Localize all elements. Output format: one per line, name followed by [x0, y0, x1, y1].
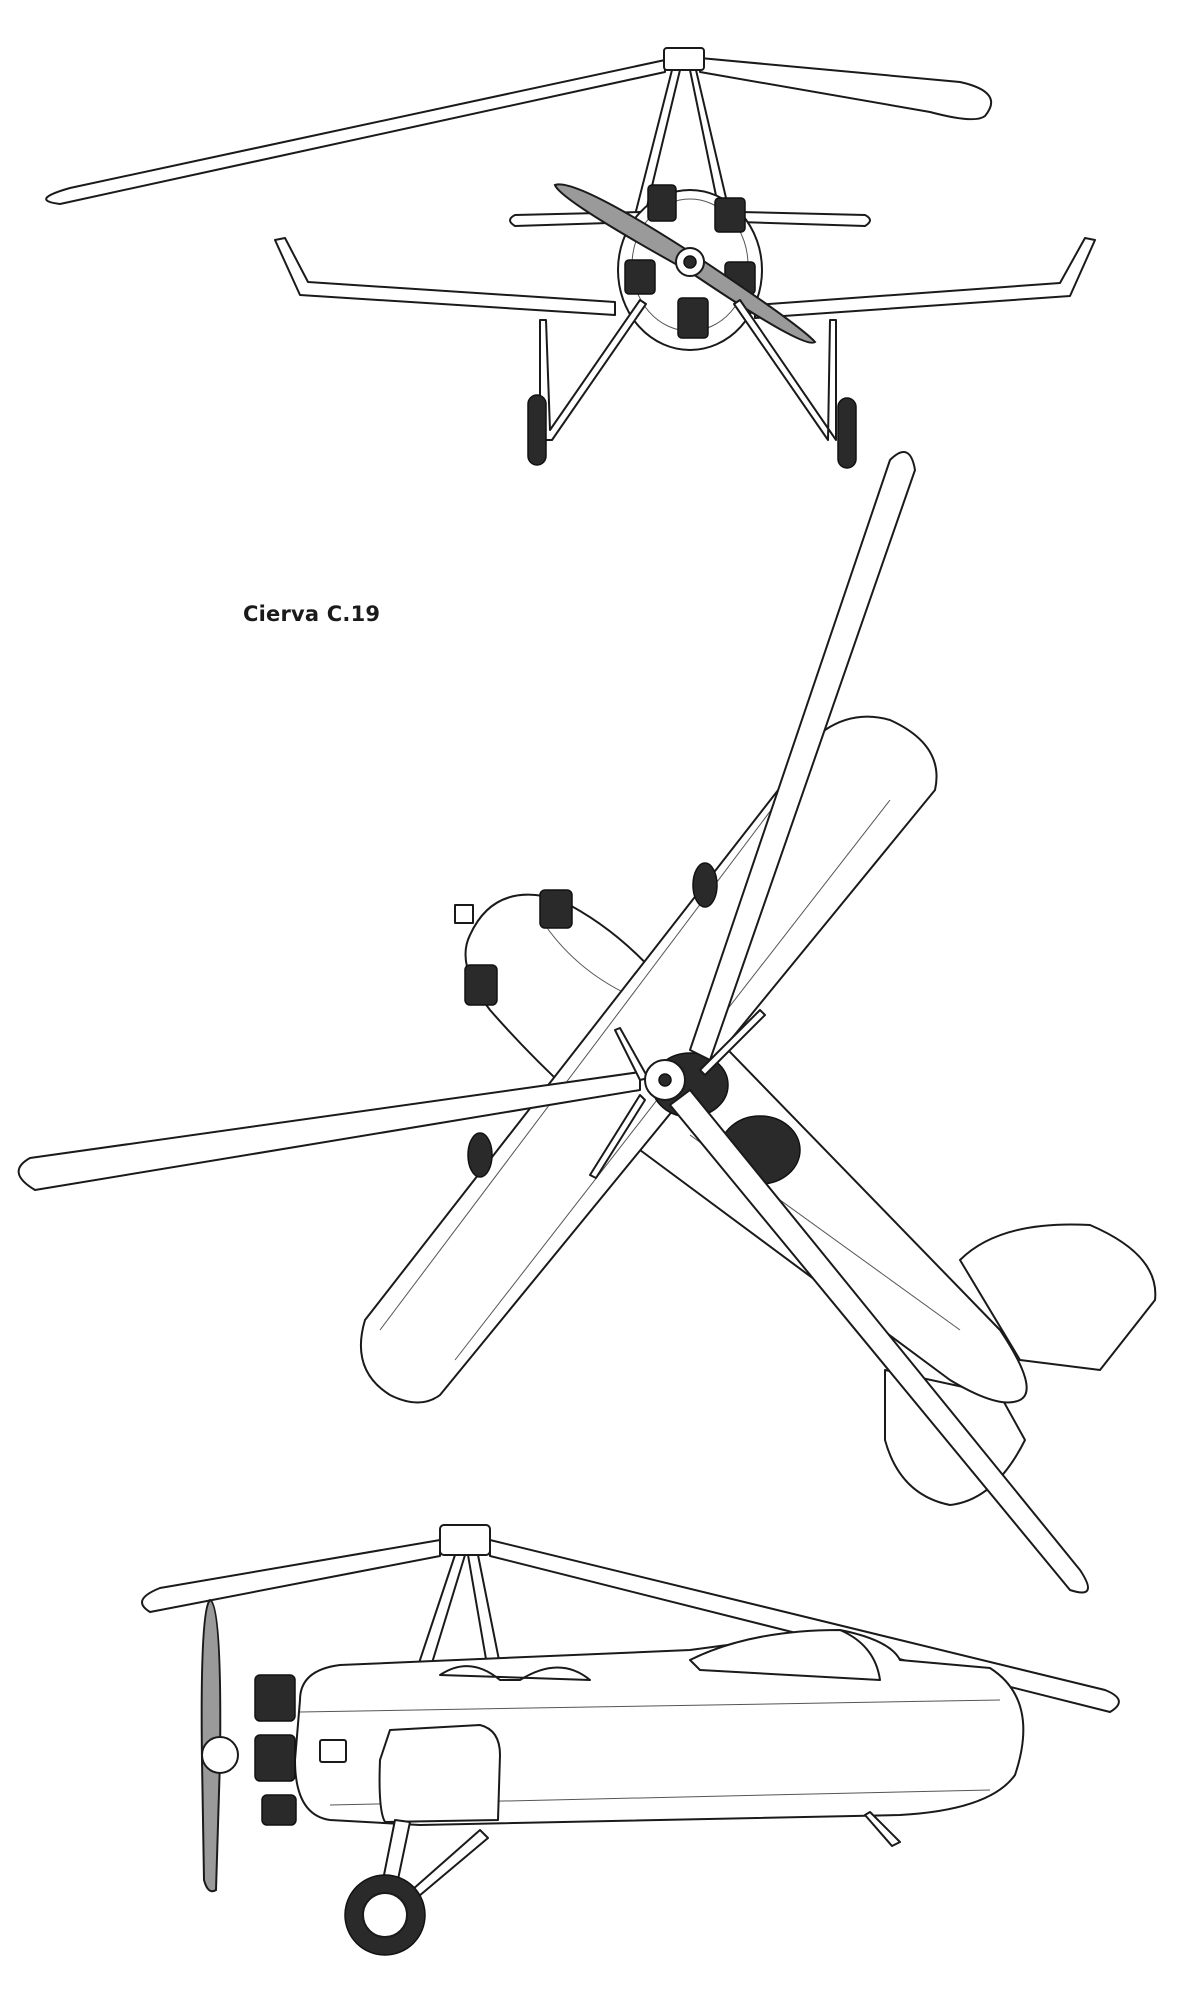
front-landing-gear-right — [733, 299, 837, 441]
plan-wheel-lower — [467, 1132, 493, 1178]
plan-engine-cylinder — [539, 889, 573, 929]
front-landing-gear-left — [539, 299, 647, 441]
plan-rotor-blade-down — [669, 1089, 1089, 1594]
plan-tailplane-upper — [959, 1223, 1157, 1371]
side-rotor-hub — [439, 1524, 491, 1556]
front-engine-cylinder — [647, 184, 677, 222]
side-fin — [689, 1629, 881, 1681]
side-tail-skid — [864, 1811, 901, 1847]
plan-rotor-blade-up — [689, 451, 916, 1061]
side-propeller-spinner — [201, 1736, 239, 1774]
side-rotor-blade-left — [141, 1539, 441, 1613]
side-fuel-tank — [378, 1724, 501, 1823]
front-rotor-blade-right — [699, 57, 993, 121]
plan-rotor-blade-left — [17, 1071, 641, 1191]
front-view — [45, 47, 1096, 469]
plan-view — [17, 451, 1157, 1594]
plan-wheel-upper — [692, 862, 718, 908]
front-wheel-right — [837, 397, 857, 469]
front-rotor-blade-left — [45, 59, 666, 205]
front-wheel-left — [527, 394, 547, 466]
aircraft-caption: Cierva C.19 — [243, 602, 381, 626]
side-engine-cylinder-upper — [254, 1674, 296, 1722]
front-wing — [274, 237, 616, 316]
side-cockpit-front — [439, 1665, 591, 1681]
front-rotor-hub — [663, 47, 705, 71]
side-view — [141, 1524, 1120, 1956]
